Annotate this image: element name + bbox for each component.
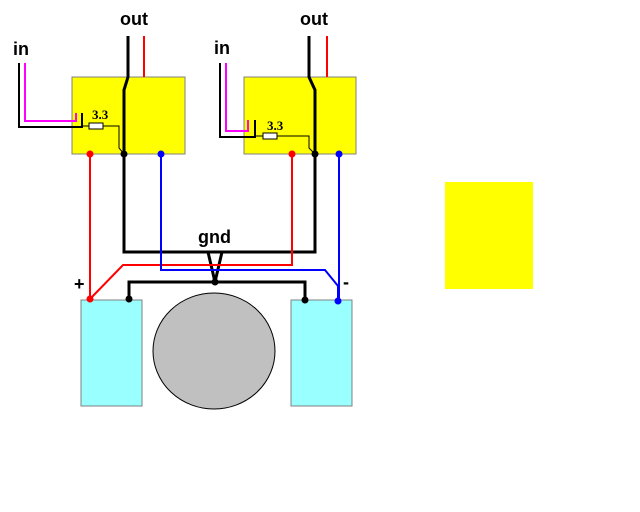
dot-left-black-top	[120, 150, 128, 158]
right-resistor-lead-b	[277, 135, 316, 155]
left-out-black-wire	[122, 36, 130, 154]
dot-right-battery-blue	[334, 297, 342, 305]
dot-left-blue-top	[157, 150, 165, 158]
label-gnd: gnd	[198, 227, 231, 247]
right-out-black-wire	[307, 36, 317, 154]
label-plus: +	[74, 274, 85, 294]
dot-right-black-top	[311, 150, 319, 158]
standalone-yellow-block	[445, 182, 533, 289]
left-in-magenta-wire	[24, 63, 77, 122]
right-resistor	[262, 132, 278, 140]
label-out-left: out	[120, 9, 148, 29]
dot-gnd-center	[211, 278, 219, 286]
left-blue-wire	[160, 154, 339, 301]
left-in-black-wire	[18, 63, 83, 128]
main-wiring	[89, 154, 340, 301]
dot-left-red-top	[86, 150, 94, 158]
right-battery	[290, 299, 353, 407]
label-in-right: in	[214, 38, 230, 58]
dot-left-battery-red	[86, 295, 94, 303]
right-module	[243, 76, 357, 155]
speaker-circle	[152, 292, 276, 410]
left-module-wiring	[18, 36, 145, 155]
label-resistor-right: 3.3	[267, 118, 284, 133]
label-resistor-left: 3.3	[92, 107, 109, 122]
left-module	[71, 76, 186, 155]
right-red-wire	[89, 154, 293, 300]
dot-right-blue-top	[335, 150, 343, 158]
right-in-black-wire	[219, 63, 256, 138]
right-in-magenta-wire	[225, 63, 249, 132]
dot-right-battery-black	[301, 296, 309, 304]
left-resistor-lead-b	[103, 125, 125, 155]
junction-dots	[86, 150, 343, 305]
dot-right-red-top	[288, 150, 296, 158]
gnd-drop-left	[206, 251, 217, 283]
left-battery	[80, 299, 143, 407]
label-in-left: in	[13, 39, 29, 59]
gnd-drop-right	[213, 251, 224, 283]
left-resistor	[88, 122, 104, 130]
label-minus: -	[343, 272, 349, 292]
ground-loop-wire	[122, 154, 317, 254]
right-module-wiring	[219, 36, 328, 155]
label-out-right: out	[300, 9, 328, 29]
dot-left-battery-black	[125, 295, 133, 303]
